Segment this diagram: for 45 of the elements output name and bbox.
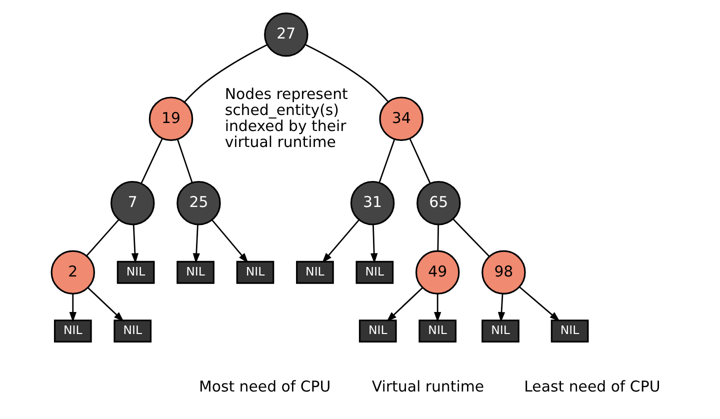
arrow — [498, 293, 506, 322]
connector — [86, 218, 120, 256]
node-circle: 34 — [379, 96, 424, 140]
label: Most need of CPU — [198, 376, 331, 395]
arrow — [131, 224, 139, 263]
connector — [452, 218, 490, 256]
node-box: NIL — [116, 260, 155, 284]
connector — [304, 43, 389, 102]
arrow — [69, 293, 76, 322]
node-circle: 27 — [264, 12, 308, 56]
node-circle: 25 — [176, 180, 221, 225]
arrow — [370, 224, 378, 263]
node-circle: 19 — [148, 96, 194, 140]
node-circle: 49 — [415, 250, 460, 294]
label: Least need of CPU — [524, 376, 660, 395]
arrow — [87, 286, 124, 322]
node-box: NIL — [54, 319, 92, 342]
connector — [409, 138, 431, 184]
node-box: NIL — [296, 260, 334, 284]
node-box: NIL — [114, 319, 152, 342]
node-box: NIL — [418, 319, 456, 342]
node-box: NIL — [236, 260, 274, 284]
node-box: NIL — [482, 319, 520, 342]
node-circle: 7 — [110, 180, 155, 225]
label: Nodes represent sched_entity(s) indexed by their virtual runtime — [224, 84, 348, 150]
node-circle: 2 — [50, 250, 96, 294]
arrow — [434, 293, 442, 322]
arrow — [192, 224, 200, 263]
node-box: NIL — [356, 260, 394, 284]
node-box: NIL — [358, 319, 397, 342]
connector — [437, 224, 439, 250]
arrow — [519, 286, 560, 321]
connector — [378, 138, 396, 182]
arrow — [212, 219, 248, 263]
arrow — [386, 286, 423, 322]
node-circle: 98 — [482, 250, 526, 294]
connector — [140, 138, 163, 184]
arrow — [322, 218, 360, 263]
connector — [176, 138, 193, 182]
node-circle: 65 — [416, 180, 461, 225]
label: Virtual runtime — [372, 376, 484, 395]
connector — [184, 44, 268, 102]
node-circle: 31 — [350, 180, 395, 225]
node-box: NIL — [176, 260, 214, 284]
node-box: NIL — [550, 319, 589, 342]
